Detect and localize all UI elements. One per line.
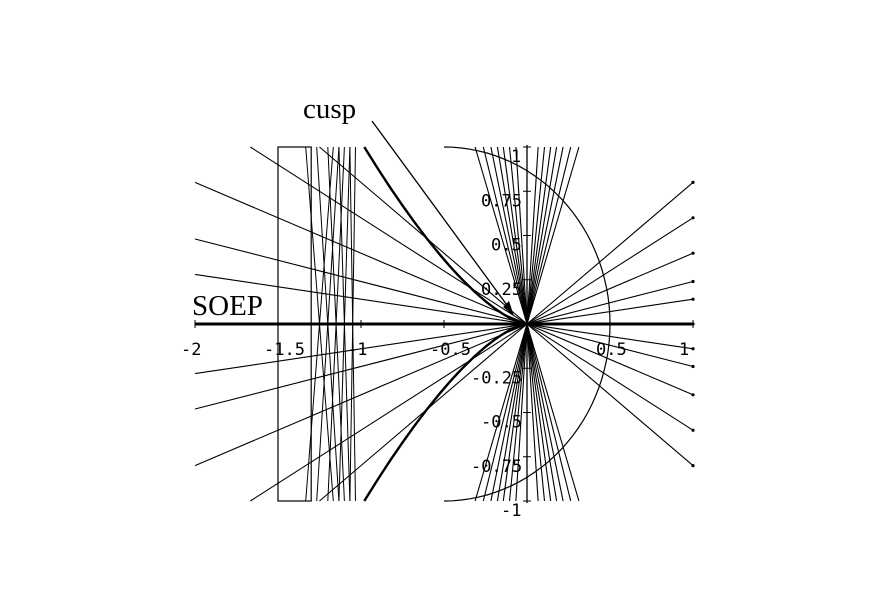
ray-end-dot <box>691 216 695 220</box>
soep-label: SOEP <box>192 290 263 322</box>
caustic-branch <box>363 146 528 326</box>
ray-end-dot <box>691 428 695 432</box>
ray-end-dot <box>691 297 695 301</box>
cusp-pointer <box>371 120 513 313</box>
y-tick-label: -1 <box>501 501 521 521</box>
incident-ray <box>319 181 694 502</box>
x-tick-label: -1 <box>347 340 367 360</box>
caustic-branch <box>363 322 528 502</box>
x-tick-label: -2 <box>181 340 201 360</box>
x-tick-label: 1 <box>679 340 689 360</box>
ray-end-dot <box>691 364 695 369</box>
cusp-arrowhead <box>503 301 514 316</box>
y-tick-label: 0.75 <box>481 191 522 211</box>
x-tick-label: -0.5 <box>430 340 471 360</box>
ray-end-dot <box>691 464 695 468</box>
ray-end-dot <box>691 393 695 397</box>
ray-end-dot <box>691 251 695 255</box>
ray-end-dot <box>691 279 695 284</box>
y-tick-label: 1 <box>511 147 521 167</box>
ray-end-dot <box>691 322 695 326</box>
y-tick-label: -0.75 <box>471 457 522 477</box>
ray-end-dot <box>691 347 695 351</box>
y-tick-label: -0.25 <box>471 368 522 388</box>
ray-end-dot <box>691 180 695 184</box>
cusp-label: cusp <box>303 93 356 125</box>
y-tick-label: -0.5 <box>481 413 522 433</box>
x-tick-label: 0.5 <box>596 340 627 360</box>
y-tick-label: 0.5 <box>491 236 522 256</box>
x-tick-label: -1.5 <box>264 340 305 360</box>
